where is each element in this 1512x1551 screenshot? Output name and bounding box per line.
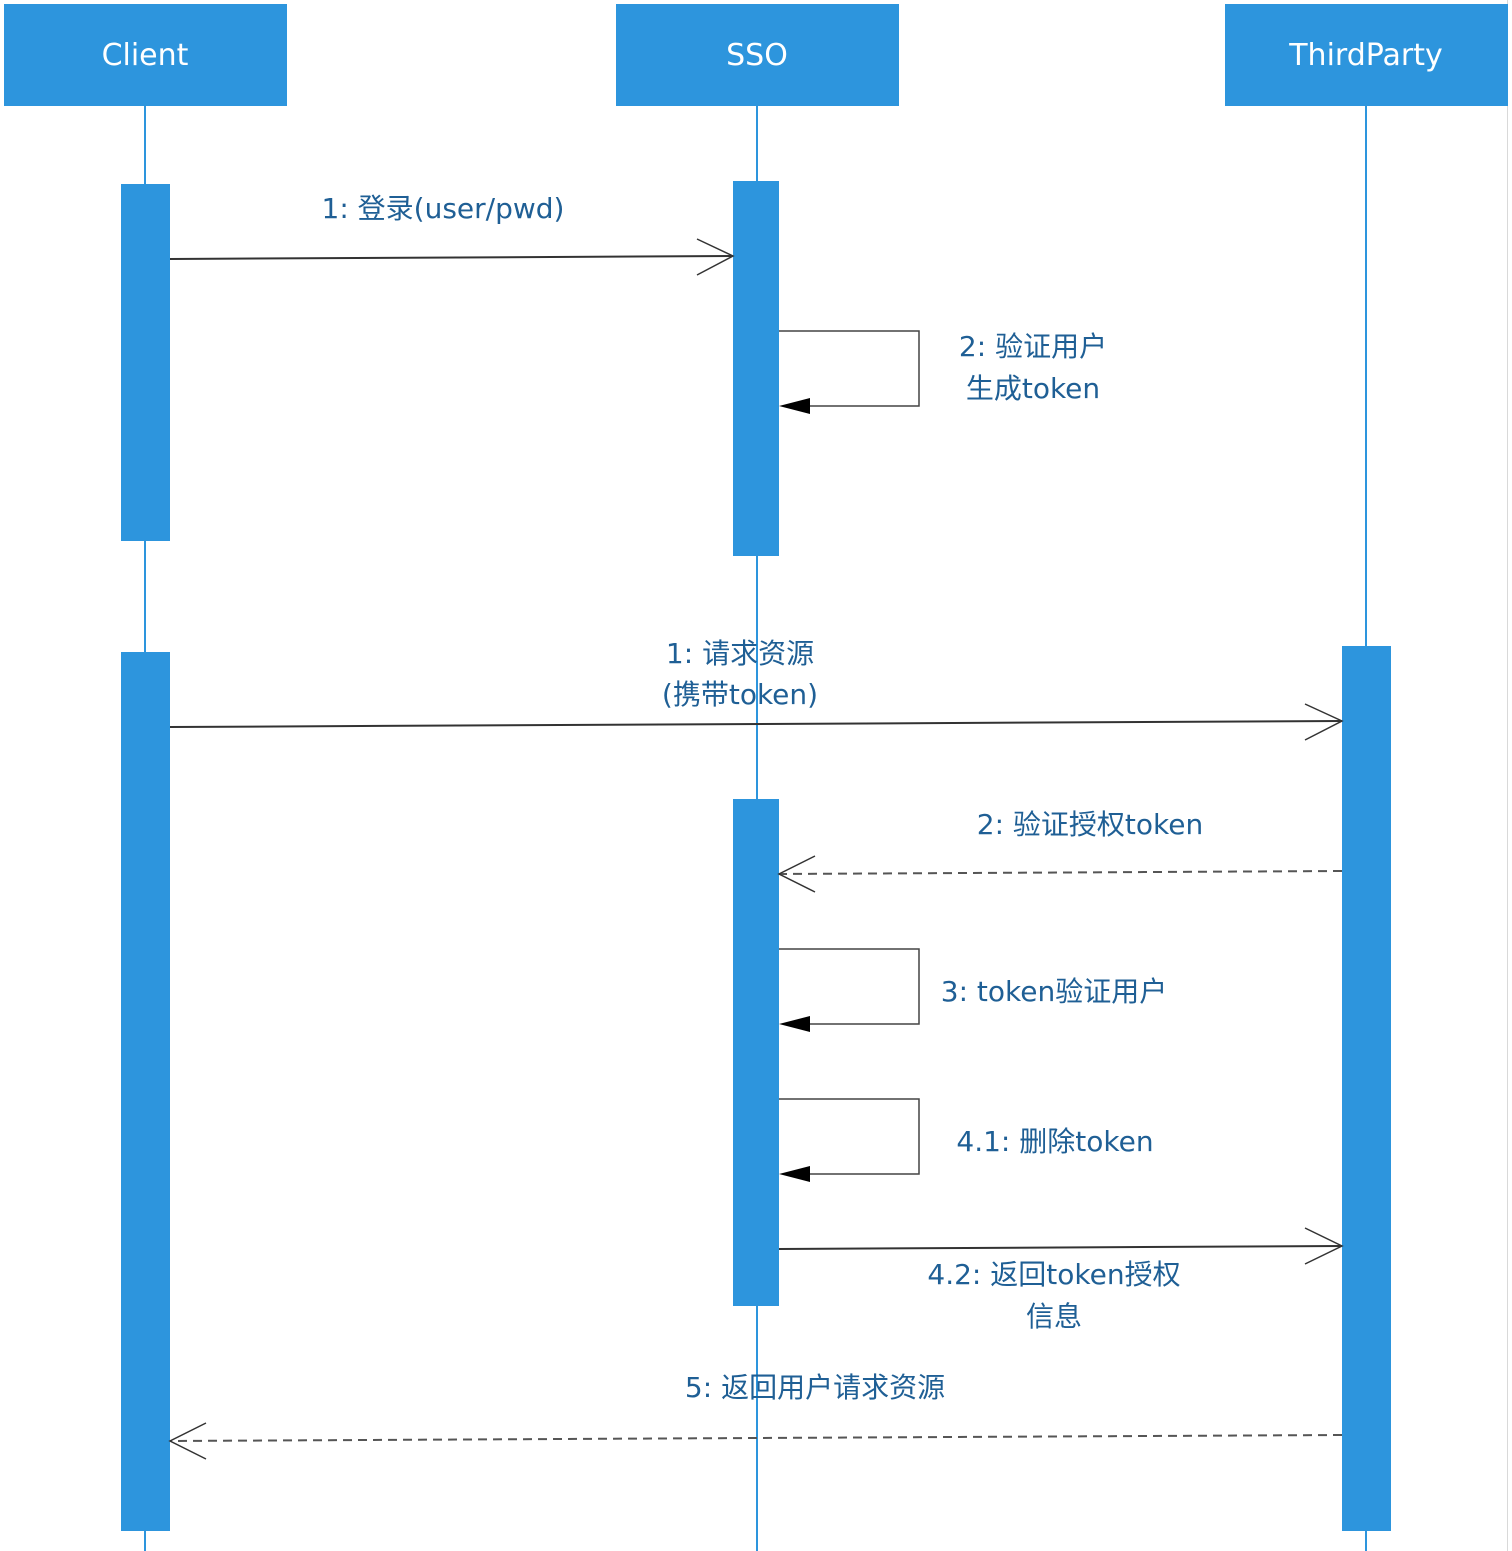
message-4-validate-token[interactable]: 2: 验证授权token <box>777 808 1343 893</box>
message-label: 1: 登录(user/pwd) <box>322 192 565 225</box>
participant-sso[interactable]: SSO <box>616 4 899 106</box>
activation-thirdparty-1[interactable] <box>1342 646 1391 1531</box>
open-arrowhead-icon <box>1304 703 1344 741</box>
message-5-token-verify-user[interactable]: 3: token验证用户 <box>779 948 1167 1032</box>
filled-arrowhead-icon <box>779 1166 810 1182</box>
filled-arrowhead-icon <box>779 398 810 414</box>
open-arrowhead-icon <box>696 238 735 276</box>
activation-client-2[interactable] <box>121 652 170 1531</box>
message-label: 4.1: 删除token <box>956 1125 1153 1158</box>
message-line <box>778 1245 1343 1250</box>
message-line <box>169 720 1343 728</box>
message-label: 2: 验证授权token <box>977 808 1203 841</box>
message-1-login[interactable]: 1: 登录(user/pwd) <box>169 192 735 276</box>
message-line <box>169 255 734 260</box>
open-arrowhead-icon <box>168 1422 207 1460</box>
activation-client-1[interactable] <box>121 184 170 541</box>
activation-sso-2[interactable] <box>733 799 779 1306</box>
participant-client-label: Client <box>102 38 189 73</box>
participant-thirdparty-box <box>1225 4 1508 106</box>
open-arrowhead-icon <box>1304 1227 1344 1265</box>
self-call-line <box>779 330 920 407</box>
participant-sso-box <box>616 4 899 106</box>
message-label: 3: token验证用户 <box>941 975 1167 1008</box>
participant-sso-label: SSO <box>726 38 788 73</box>
participant-client[interactable]: Client <box>4 4 287 106</box>
open-arrowhead-icon <box>777 855 816 893</box>
message-7-return-token-info[interactable]: 4.2: 返回token授权 信息 <box>778 1227 1344 1333</box>
message-3-request-resource[interactable]: 1: 请求资源 (携带token) <box>169 637 1344 741</box>
message-6-delete-token[interactable]: 4.1: 删除token <box>779 1098 1154 1182</box>
message-label-line-2: 生成token <box>966 372 1100 405</box>
self-call-line <box>779 1098 920 1175</box>
message-label: 4.2: 返回token授权 <box>927 1258 1180 1291</box>
self-call-line <box>779 948 920 1025</box>
message-label: 1: 请求资源 <box>666 637 814 670</box>
filled-arrowhead-icon <box>779 1016 810 1032</box>
participant-client-box <box>4 4 287 106</box>
message-label-line-2: (携带token) <box>662 678 818 711</box>
participant-thirdparty[interactable]: ThirdParty <box>1225 4 1508 106</box>
message-8-return-resource[interactable]: 5: 返回用户请求资源 <box>168 1371 1343 1460</box>
message-label: 2: 验证用户 <box>959 330 1107 363</box>
message-line-dashed <box>778 870 1343 875</box>
canvas-right-border <box>1507 0 1508 1551</box>
activation-sso-1[interactable] <box>733 181 779 556</box>
participant-thirdparty-label: ThirdParty <box>1288 38 1443 73</box>
message-line-dashed <box>169 1434 1343 1442</box>
message-label: 5: 返回用户请求资源 <box>685 1371 945 1404</box>
message-2-verify-user[interactable]: 2: 验证用户 生成token <box>779 330 1107 414</box>
activations <box>121 181 1391 1531</box>
message-label-line-2: 信息 <box>1026 1300 1082 1333</box>
